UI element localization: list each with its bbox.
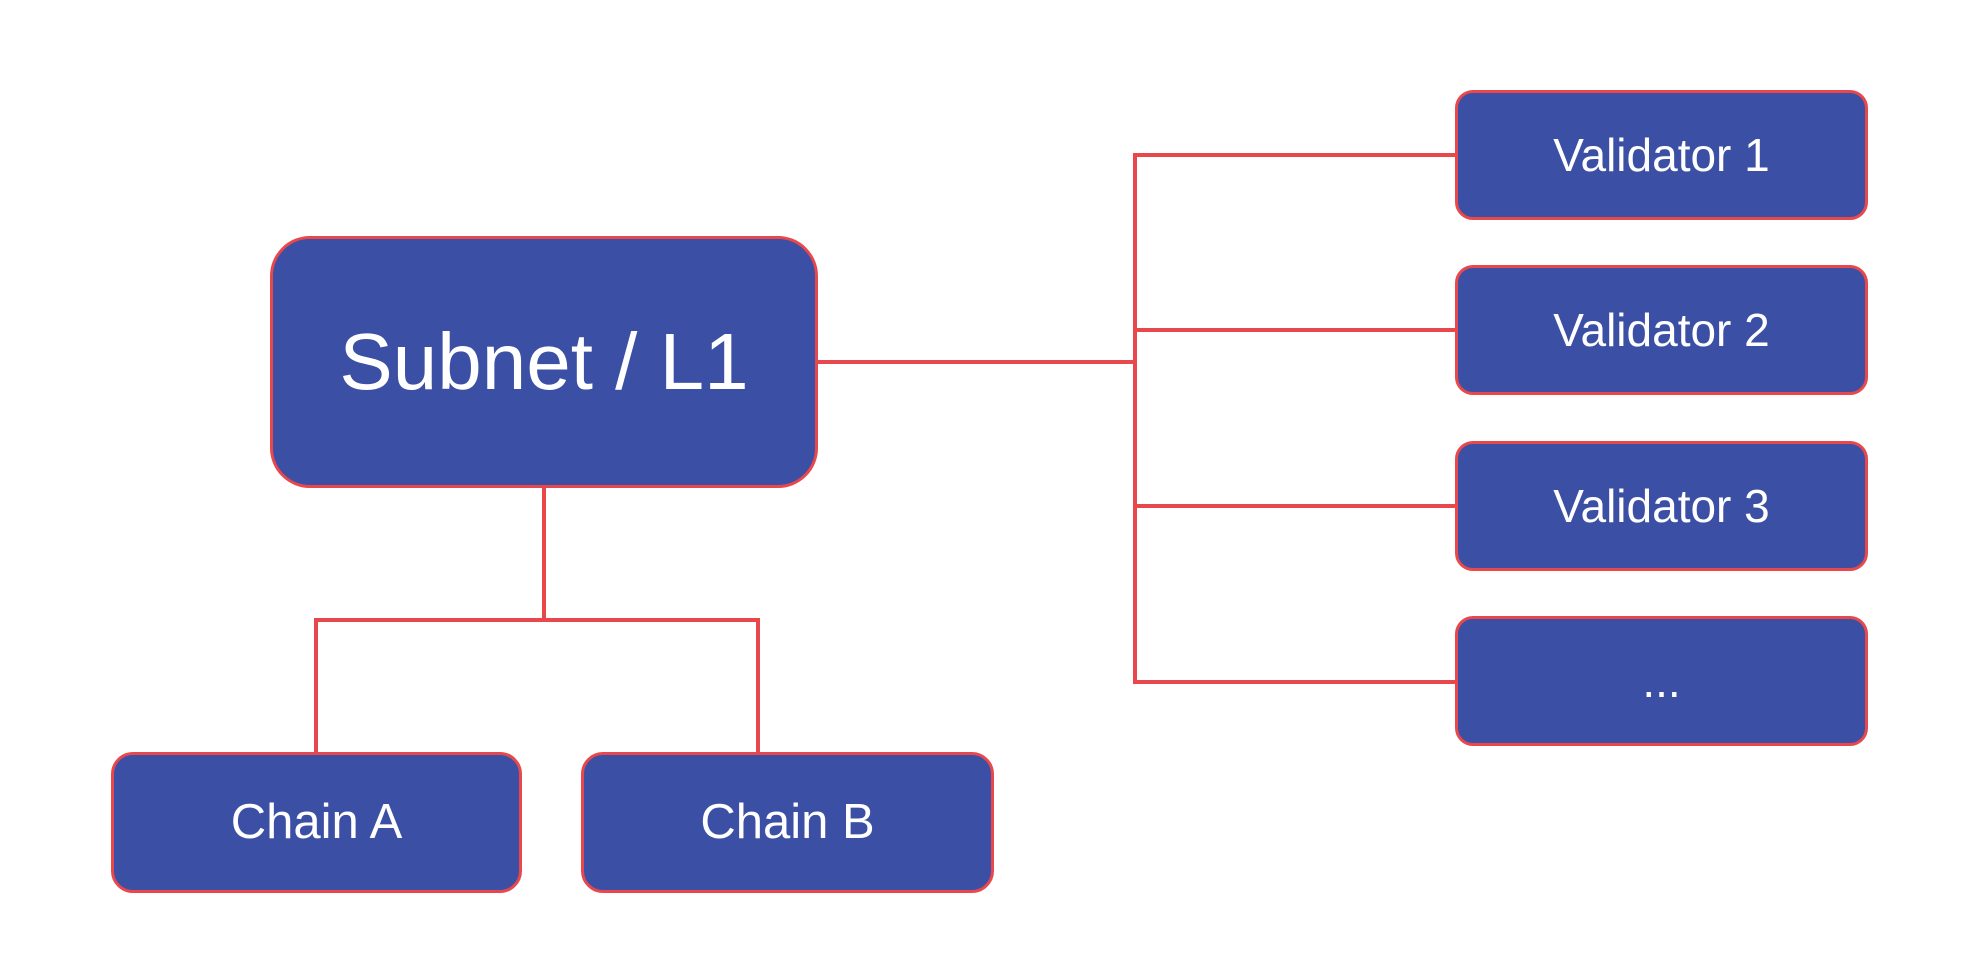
node-chain-b-label: Chain B xyxy=(700,795,875,849)
node-subnet-l1: Subnet / L1 xyxy=(270,236,818,488)
node-validator-3: Validator 3 xyxy=(1455,441,1868,571)
node-validator-1-label: Validator 1 xyxy=(1553,129,1770,181)
connector-branch-validator-2 xyxy=(1135,328,1460,332)
node-chain-a-label: Chain A xyxy=(230,795,403,849)
connector-trunk-vertical xyxy=(1133,153,1137,684)
node-validator-3-label: Validator 3 xyxy=(1553,480,1770,532)
node-validator-2: Validator 2 xyxy=(1455,265,1868,395)
connector-branch-validator-1 xyxy=(1135,153,1460,157)
node-chain-b: Chain B xyxy=(581,752,994,893)
node-subnet-l1-label: Subnet / L1 xyxy=(339,317,749,406)
connector-branch-validator-more xyxy=(1135,680,1460,684)
connector-root-down xyxy=(542,486,546,622)
connector-chains-bar xyxy=(314,618,760,622)
node-validator-more: ... xyxy=(1455,616,1868,746)
connector-branch-validator-3 xyxy=(1135,504,1460,508)
connector-root-to-trunk xyxy=(815,360,1137,364)
connector-drop-chain-b xyxy=(756,618,760,756)
connector-drop-chain-a xyxy=(314,618,318,756)
node-chain-a: Chain A xyxy=(111,752,522,893)
node-validator-1: Validator 1 xyxy=(1455,90,1868,220)
node-validator-more-label: ... xyxy=(1642,655,1681,707)
node-validator-2-label: Validator 2 xyxy=(1553,304,1770,356)
